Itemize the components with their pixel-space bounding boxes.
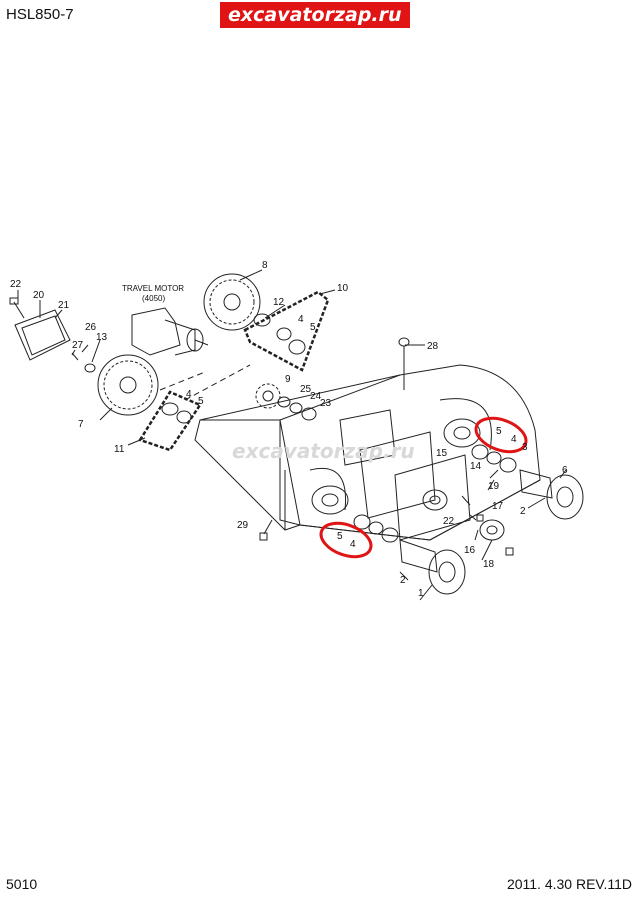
- callout-26[interactable]: 26: [85, 322, 97, 333]
- callout-10[interactable]: 10: [337, 283, 349, 294]
- left-wheel-hub: [428, 549, 466, 595]
- left-axle-shaft: [399, 539, 438, 573]
- travel-motor-label: TRAVEL MOTOR: [122, 284, 184, 293]
- callout-20[interactable]: 20: [33, 290, 45, 301]
- callout-2b[interactable]: 2: [520, 506, 526, 517]
- callout-11[interactable]: 11: [114, 444, 125, 455]
- chaincase-face: [194, 419, 301, 531]
- callout-7[interactable]: 7: [78, 419, 84, 430]
- callout-4b[interactable]: 4: [186, 389, 192, 400]
- callout-3[interactable]: 3: [522, 442, 528, 453]
- lower-chain: [138, 390, 202, 452]
- upper-sprocket: [203, 273, 261, 331]
- revision-date: 2011. 4.30 REV.11D: [506, 876, 632, 892]
- callout-25[interactable]: 25: [300, 384, 312, 395]
- highlight-upper: [474, 416, 528, 454]
- right-axle-shaft: [519, 469, 553, 499]
- gasket: [359, 431, 436, 519]
- callout-21[interactable]: 21: [58, 300, 70, 311]
- inspection-cover: [394, 454, 471, 541]
- highlight-lower: [319, 521, 373, 559]
- callout-24[interactable]: 24: [310, 391, 322, 402]
- callout-6[interactable]: 6: [562, 465, 568, 476]
- callout-12[interactable]: 12: [273, 297, 285, 308]
- model-title: HSL850-7: [6, 6, 74, 23]
- callout-4a[interactable]: 4: [298, 314, 304, 325]
- travel-motor: [131, 307, 181, 356]
- callout-1[interactable]: 1: [418, 588, 424, 599]
- callout-2a[interactable]: 2: [400, 575, 406, 586]
- callout-15[interactable]: 15: [436, 448, 448, 459]
- upper-chain: [243, 290, 330, 372]
- callout-13[interactable]: 13: [96, 332, 108, 343]
- callout-17[interactable]: 17: [492, 501, 504, 512]
- callout-8[interactable]: 8: [262, 260, 268, 271]
- callout-9[interactable]: 9: [285, 374, 291, 385]
- lower-sprocket: [97, 354, 159, 416]
- callout-19[interactable]: 19: [488, 481, 500, 492]
- brand-logo[interactable]: excavatorzap.ru: [220, 2, 410, 28]
- callout-4d[interactable]: 4: [350, 539, 356, 550]
- callout-4c[interactable]: 4: [511, 434, 517, 445]
- callout-23[interactable]: 23: [320, 398, 332, 409]
- callout-5b[interactable]: 5: [198, 396, 204, 407]
- callout-16[interactable]: 16: [464, 545, 476, 556]
- motor-plate: [14, 309, 71, 361]
- callout-18[interactable]: 18: [483, 559, 495, 570]
- right-hub-opening: [443, 418, 481, 448]
- right-wheel-hub: [546, 474, 584, 520]
- idler-sprocket: [255, 383, 281, 409]
- callout-22[interactable]: 22: [10, 279, 22, 290]
- callout-27[interactable]: 27: [72, 340, 84, 351]
- part-callouts: 22 20 21 27 26 13 7 11 8 12 4 5 10 4 5 9…: [10, 260, 568, 599]
- watermark: excavatorzap.ru: [232, 439, 415, 463]
- travel-motor-ref: (4050): [142, 294, 165, 303]
- callout-5c[interactable]: 5: [496, 426, 502, 437]
- callout-5d[interactable]: 5: [337, 531, 343, 542]
- callout-28[interactable]: 28: [427, 341, 439, 352]
- page-number: 5010: [6, 876, 38, 892]
- callout-29[interactable]: 29: [237, 520, 249, 531]
- chaincase-top: [199, 374, 401, 421]
- callout-22b[interactable]: 22: [443, 516, 455, 527]
- callout-14[interactable]: 14: [470, 461, 482, 472]
- left-hub-opening: [311, 485, 349, 515]
- callout-5a[interactable]: 5: [310, 322, 316, 333]
